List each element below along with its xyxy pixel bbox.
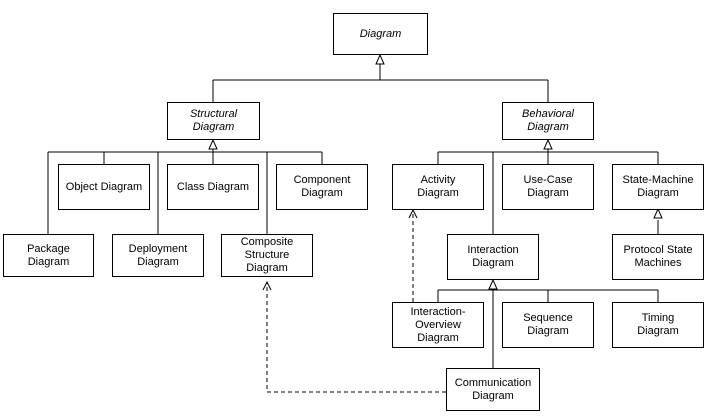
node-diagram[interactable]: Diagram [333, 13, 428, 55]
node-use-case-diagram[interactable]: Use-Case Diagram [502, 164, 594, 210]
node-composite-structure-diagram[interactable]: Composite Structure Diagram [221, 234, 313, 277]
node-package-diagram[interactable]: Package Diagram [3, 234, 94, 277]
node-activity-diagram[interactable]: Activity Diagram [392, 164, 484, 210]
arrowhead-to-activity [408, 208, 418, 219]
node-communication-diagram[interactable]: Communication Diagram [446, 368, 540, 411]
node-deployment-diagram[interactable]: Deployment Diagram [112, 234, 204, 277]
node-state-machine-diagram[interactable]: State-Machine Diagram [612, 164, 704, 210]
arrowhead-to-statemachine [653, 207, 663, 219]
arrowhead-to-interaction [488, 278, 498, 290]
arrowhead-to-structural [208, 138, 218, 150]
arrowhead-to-behavioral [543, 138, 553, 150]
node-object-diagram[interactable]: Object Diagram [58, 164, 150, 210]
node-component-diagram[interactable]: Component Diagram [276, 164, 368, 210]
arrowhead-to-composite [262, 280, 272, 291]
node-structural-diagram[interactable]: Structural Diagram [167, 102, 260, 140]
node-behavioral-diagram[interactable]: Behavioral Diagram [502, 102, 594, 140]
node-interaction-overview-diagram[interactable]: Interaction- Overview Diagram [392, 302, 484, 348]
edge-communication-composite-dependency [266, 282, 446, 393]
node-class-diagram[interactable]: Class Diagram [167, 164, 259, 210]
node-protocol-state-machines[interactable]: Protocol State Machines [612, 234, 704, 280]
arrowhead-to-diagram [375, 53, 385, 65]
node-timing-diagram[interactable]: Timing Diagram [612, 302, 704, 348]
node-sequence-diagram[interactable]: Sequence Diagram [502, 302, 594, 348]
node-interaction-diagram[interactable]: Interaction Diagram [447, 234, 539, 280]
